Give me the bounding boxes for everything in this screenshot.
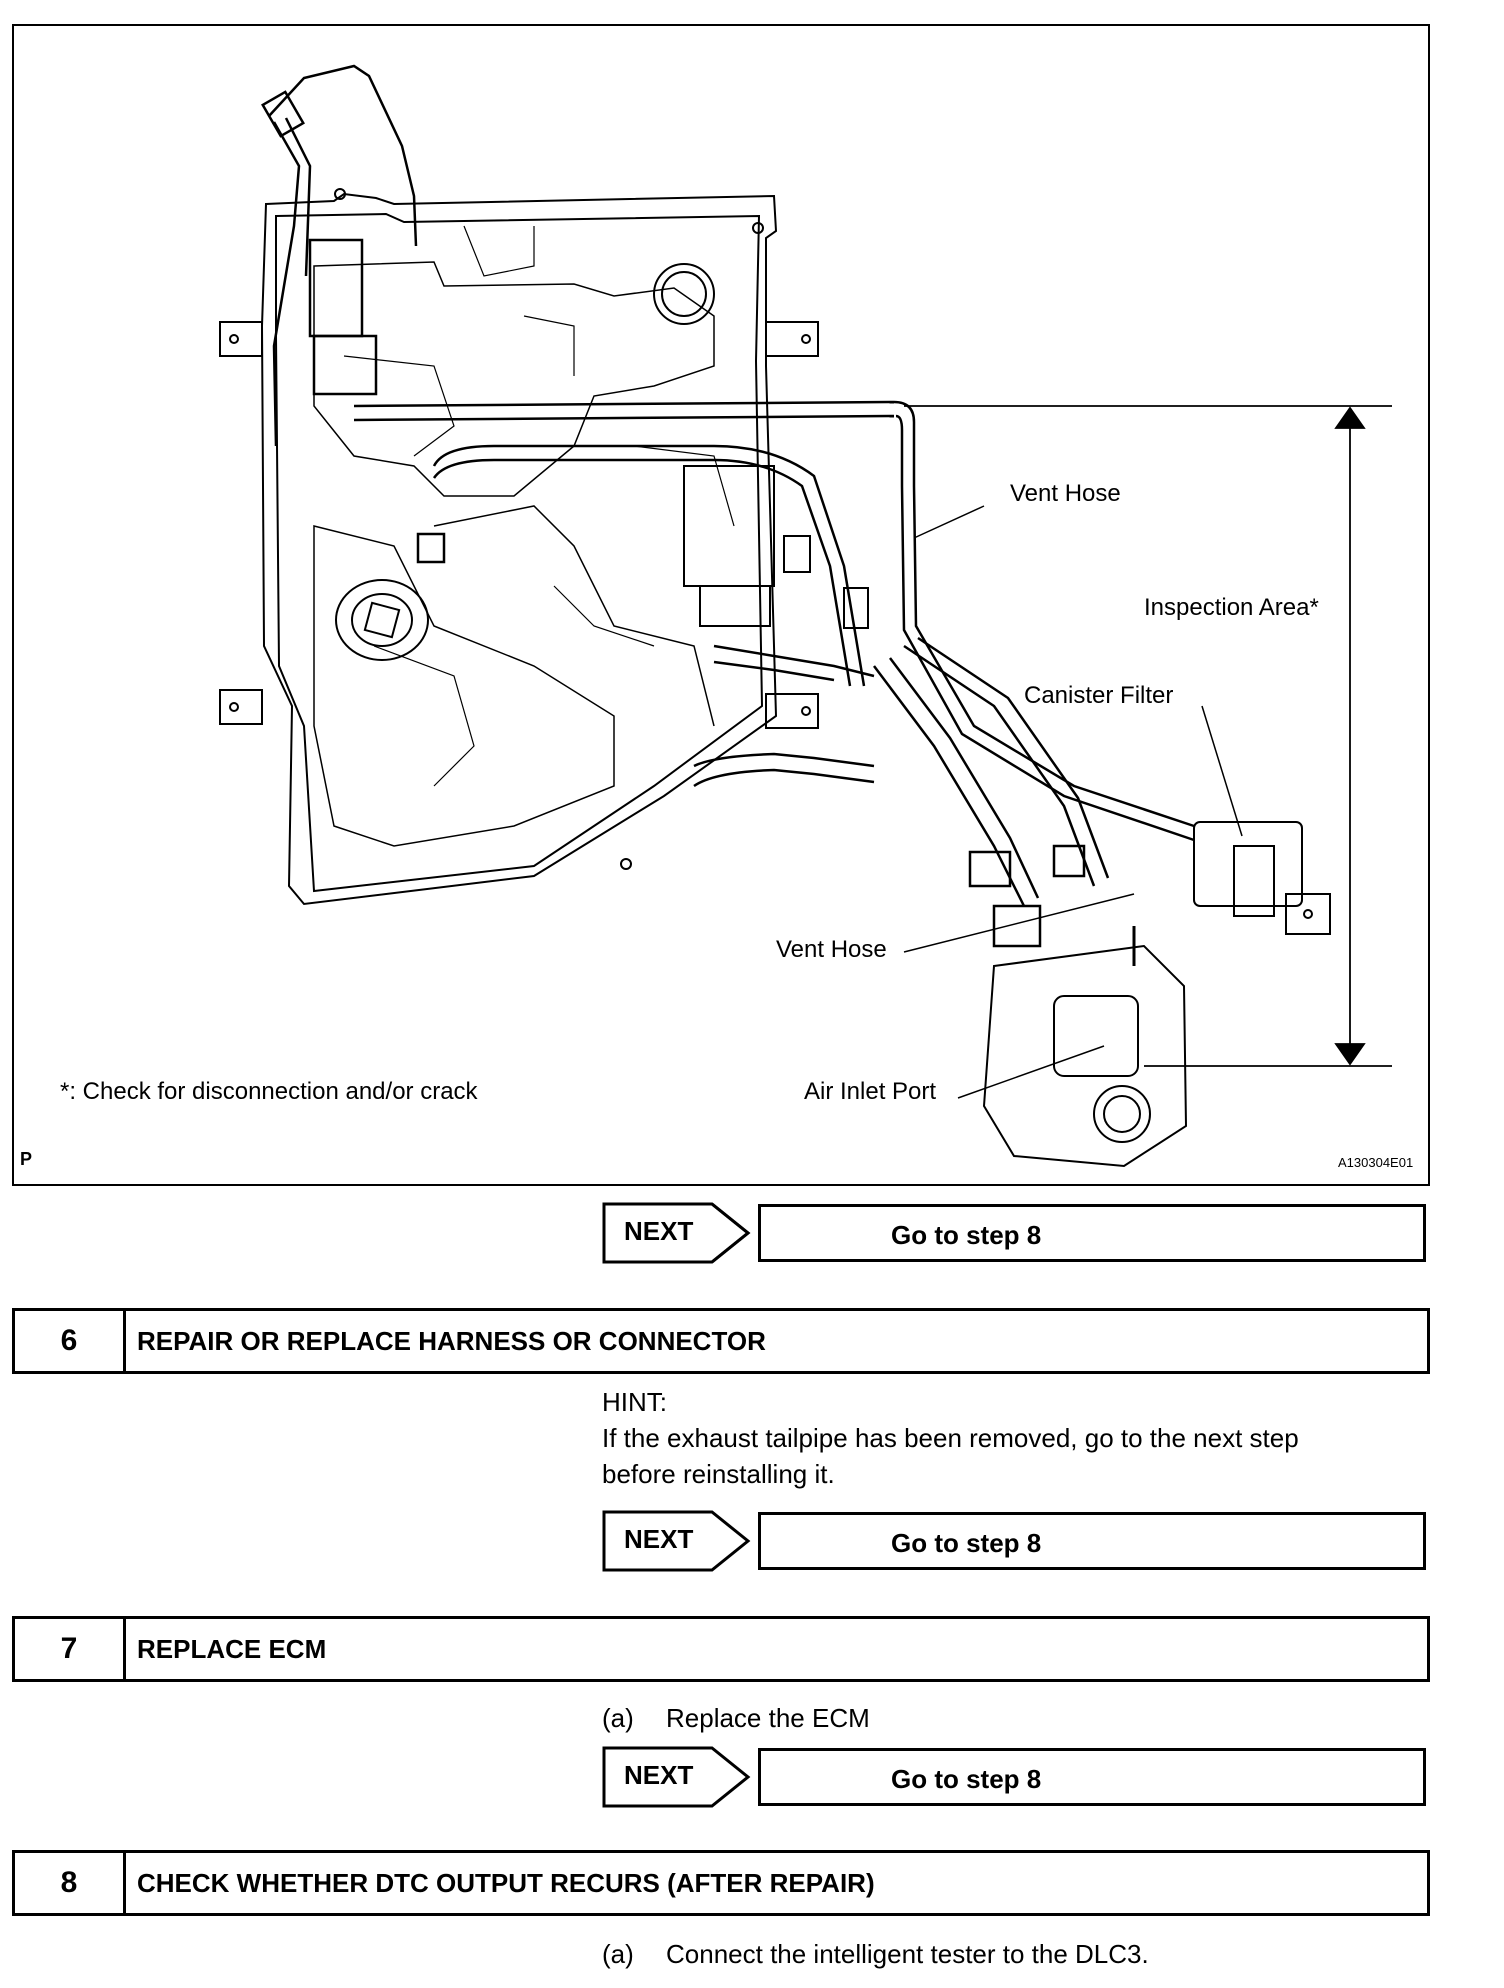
step-title: REPLACE ECM [137,1634,327,1664]
goto-step-label: Go to step 8 [891,1220,1042,1250]
label-vent-hose-bottom: Vent Hose [776,936,887,963]
goto-step-label: Go to step 8 [891,1528,1042,1558]
tank-fittings [335,263,715,661]
list-item-text: Connect the intelligent tester to the DL… [666,1939,1149,1969]
air-inlet-box [982,926,1188,1168]
figure-code: A130304E01 [1338,1155,1414,1170]
next-arrow-icon [602,1510,751,1572]
list-item-marker: (a) [602,1939,634,1969]
canister-filter [1193,821,1331,935]
fuel-tank-diagram [219,64,1392,1168]
goto-step-box[interactable]: Go to step 8 [758,1204,1426,1262]
step-header-7: 7 REPLACE ECM [12,1616,1430,1682]
next-label: NEXT [624,1760,694,1790]
goto-step-box[interactable]: Go to step 8 [758,1748,1426,1806]
next-block: NEXT Go to step 8 [602,1510,1430,1572]
step-number: 6 [15,1311,126,1371]
hint-line-2: before reinstalling it. [602,1459,835,1489]
goto-step-box[interactable]: Go to step 8 [758,1512,1426,1570]
lower-pipes [873,636,1110,948]
figure-frame: Vent Hose Inspection Area* Canister Filt… [12,24,1430,1186]
wire-harness [261,64,446,564]
figure-corner-mark: P [20,1149,33,1169]
fuel-pipes [353,400,1195,842]
step-number: 7 [15,1619,126,1679]
label-air-inlet-port: Air Inlet Port [804,1078,937,1105]
label-vent-hose-top: Vent Hose [1010,480,1121,507]
mounting-tabs [219,188,819,870]
next-block: NEXT Go to step 8 [602,1202,1430,1264]
step-title: REPAIR OR REPLACE HARNESS OR CONNECTOR [137,1326,766,1356]
next-button[interactable]: NEXT [602,1746,752,1808]
next-label: NEXT [624,1216,694,1246]
label-canister-filter: Canister Filter [1024,682,1174,709]
step-number: 8 [15,1853,126,1913]
leader-lines [903,505,1243,1099]
next-block: NEXT Go to step 8 [602,1746,1430,1808]
step-header-8: 8 CHECK WHETHER DTC OUTPUT RECURS (AFTER… [12,1850,1430,1916]
hint-line-1: If the exhaust tailpipe has been removed… [602,1423,1299,1453]
next-arrow-icon [602,1202,751,1264]
step-title: CHECK WHETHER DTC OUTPUT RECURS (AFTER R… [137,1868,875,1898]
next-label: NEXT [624,1524,694,1554]
inspection-area-marker [904,405,1392,1067]
fuel-tank [260,192,778,906]
next-button[interactable]: NEXT [602,1510,752,1572]
hint-label: HINT: [602,1387,667,1417]
next-button[interactable]: NEXT [602,1202,752,1264]
step-header-6: 6 REPAIR OR REPLACE HARNESS OR CONNECTOR [12,1308,1430,1374]
list-item-marker: (a) [602,1703,634,1733]
charcoal-canister [683,465,869,629]
next-arrow-icon [602,1746,751,1808]
label-inspection-area: Inspection Area* [1144,594,1319,621]
goto-step-label: Go to step 8 [891,1764,1042,1794]
figure-note: *: Check for disconnection and/or crack [60,1078,478,1105]
list-item-text: Replace the ECM [666,1703,870,1733]
